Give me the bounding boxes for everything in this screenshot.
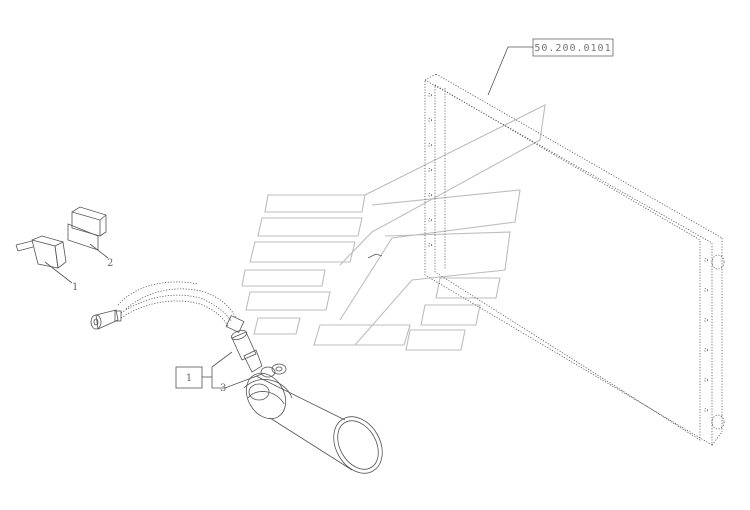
callout-1-label: 1 (72, 282, 78, 293)
condenser-side-rivets (428, 93, 708, 412)
relay-cap[interactable] (67, 206, 109, 259)
reference-code-text: 50.200.0101 (534, 43, 611, 54)
receiver-drier[interactable] (238, 366, 392, 482)
watermark-logo (241, 104, 546, 351)
kit-box-label: 1 (186, 373, 192, 384)
pressure-sensor-harness[interactable] (90, 281, 245, 333)
condenser-core (424, 73, 725, 446)
pressure-switch-connector[interactable] (15, 235, 73, 284)
condenser-leader (367, 253, 383, 259)
condenser-fittings (711, 254, 725, 430)
reference-code-tag[interactable]: 50.200.0101 (487, 38, 614, 96)
callout-2-label: 2 (107, 258, 113, 269)
kit-reference-box[interactable]: 1 (175, 351, 263, 389)
callout-3-label: 3 (220, 383, 226, 394)
elbow-fitting[interactable] (230, 329, 287, 378)
